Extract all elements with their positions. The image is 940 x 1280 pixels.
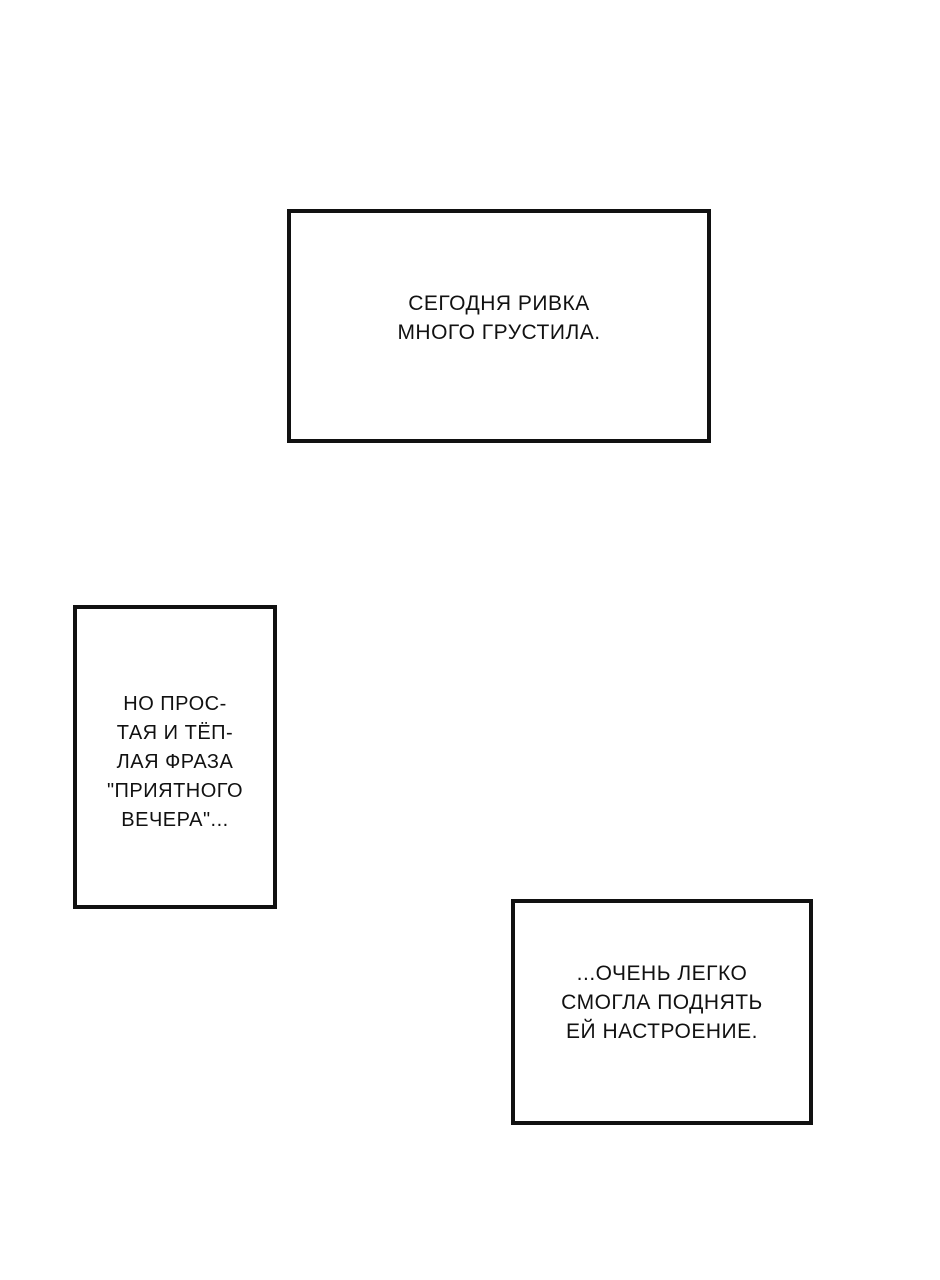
caption-line: много грустила. (397, 321, 601, 344)
caption-box-1: Сегодня Ривка много грустила. (287, 209, 711, 443)
caption-text: ...очень легко смогла поднять ей настрое… (561, 959, 763, 1046)
caption-line: вечера"... (121, 808, 229, 831)
caption-line: ей настроение. (566, 1019, 758, 1043)
caption-line: лая фраза (116, 750, 234, 773)
caption-line: Но прос- (123, 692, 227, 715)
caption-text: Сегодня Ривка много грустила. (397, 289, 600, 347)
caption-text: Но прос- тая и тёп- лая фраза "приятного… (107, 690, 243, 835)
caption-box-3: ...очень легко смогла поднять ей настрое… (511, 899, 813, 1125)
caption-line: Сегодня Ривка (408, 292, 590, 315)
caption-line: ...очень легко (576, 961, 748, 985)
caption-line: "приятного (106, 779, 244, 802)
caption-line: тая и тёп- (116, 721, 234, 744)
caption-line: смогла поднять (561, 990, 763, 1014)
caption-box-2: Но прос- тая и тёп- лая фраза "приятного… (73, 605, 277, 909)
